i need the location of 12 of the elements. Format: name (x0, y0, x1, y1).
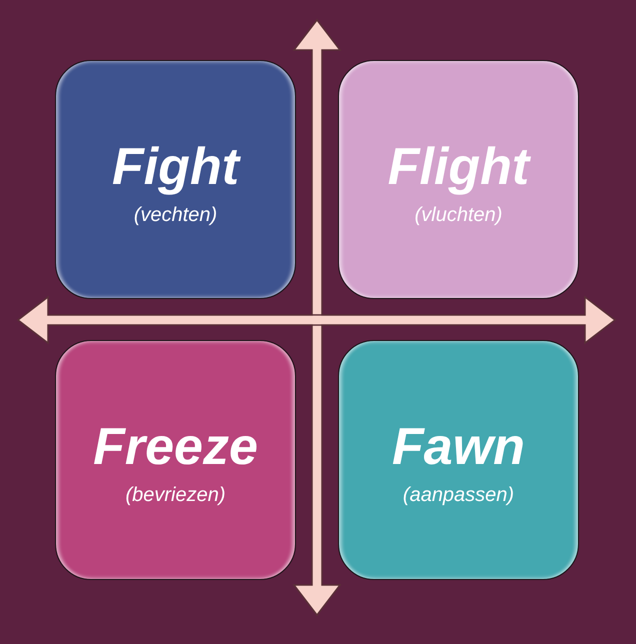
quadrant-subtitle: (vechten) (134, 203, 218, 227)
quadrant-card (55, 340, 296, 580)
quadrant-title: Flight (388, 138, 530, 196)
quadrant-subtitle: (bevriezen) (125, 483, 226, 507)
quadrant-card (55, 60, 296, 299)
quadrant-card (338, 60, 579, 299)
quadrant-subtitle: (aanpassen) (402, 483, 514, 507)
quadrant-title: Fight (112, 138, 240, 196)
quadrant-title: Fawn (392, 418, 525, 476)
quadrant-card (338, 340, 579, 580)
quadrant-title: Freeze (93, 418, 258, 476)
quadrant-subtitle: (vluchten) (414, 203, 502, 227)
